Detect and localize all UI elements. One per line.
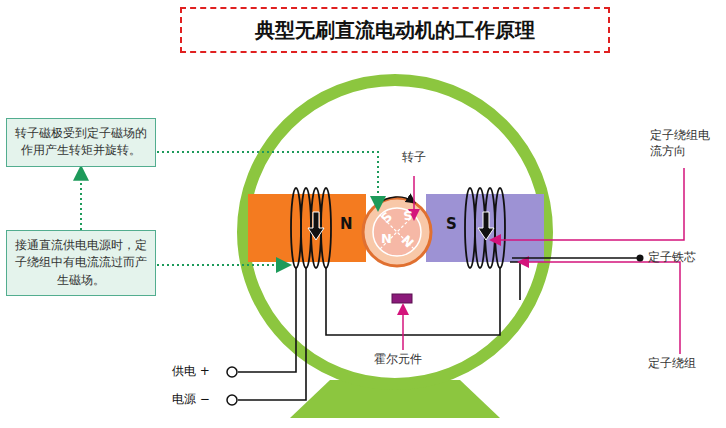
leader-line	[403, 168, 684, 354]
title: 典型无刷直流电动机的工作原理	[180, 7, 610, 53]
stator-winding	[291, 188, 505, 268]
part-label: 霍尔元件	[374, 352, 422, 368]
stator-core-right	[426, 194, 544, 262]
wire	[238, 262, 520, 400]
callout-box: 接通直流供电电源时，定子绕组中有电流流过而产生磁场。	[6, 230, 156, 296]
leader-line	[512, 255, 644, 262]
rotor-pole-label: S	[403, 209, 412, 222]
part-label: 定子绕组电流方向	[650, 128, 712, 159]
rotor-pole-label: N	[381, 232, 392, 245]
motor-frame	[243, 80, 547, 384]
terminal	[227, 395, 237, 405]
part-label: 定子铁芯	[648, 250, 696, 266]
hall-element	[392, 294, 412, 303]
callout-text: 接通直流供电电源时，定子绕组中有电流流过而产生磁场。	[15, 237, 147, 289]
terminal-label: 供电 +	[172, 364, 210, 380]
rotor	[363, 198, 431, 266]
part-label: 转子	[402, 150, 426, 166]
pole-label: N	[340, 217, 353, 232]
terminal	[227, 367, 237, 377]
terminal-label: 电源 −	[172, 392, 210, 408]
callout-text: 转子磁极受到定子磁场的作用产生转矩并旋转。	[15, 125, 147, 160]
callout-box: 转子磁极受到定子磁场的作用产生转矩并旋转。	[6, 118, 156, 167]
stator-core-left	[248, 194, 366, 262]
pole-label: S	[446, 217, 457, 232]
rotation-arrow	[378, 197, 414, 204]
flow-arrow	[80, 169, 82, 230]
part-label: 定子绕组	[648, 356, 696, 372]
callout-leader	[157, 152, 378, 265]
